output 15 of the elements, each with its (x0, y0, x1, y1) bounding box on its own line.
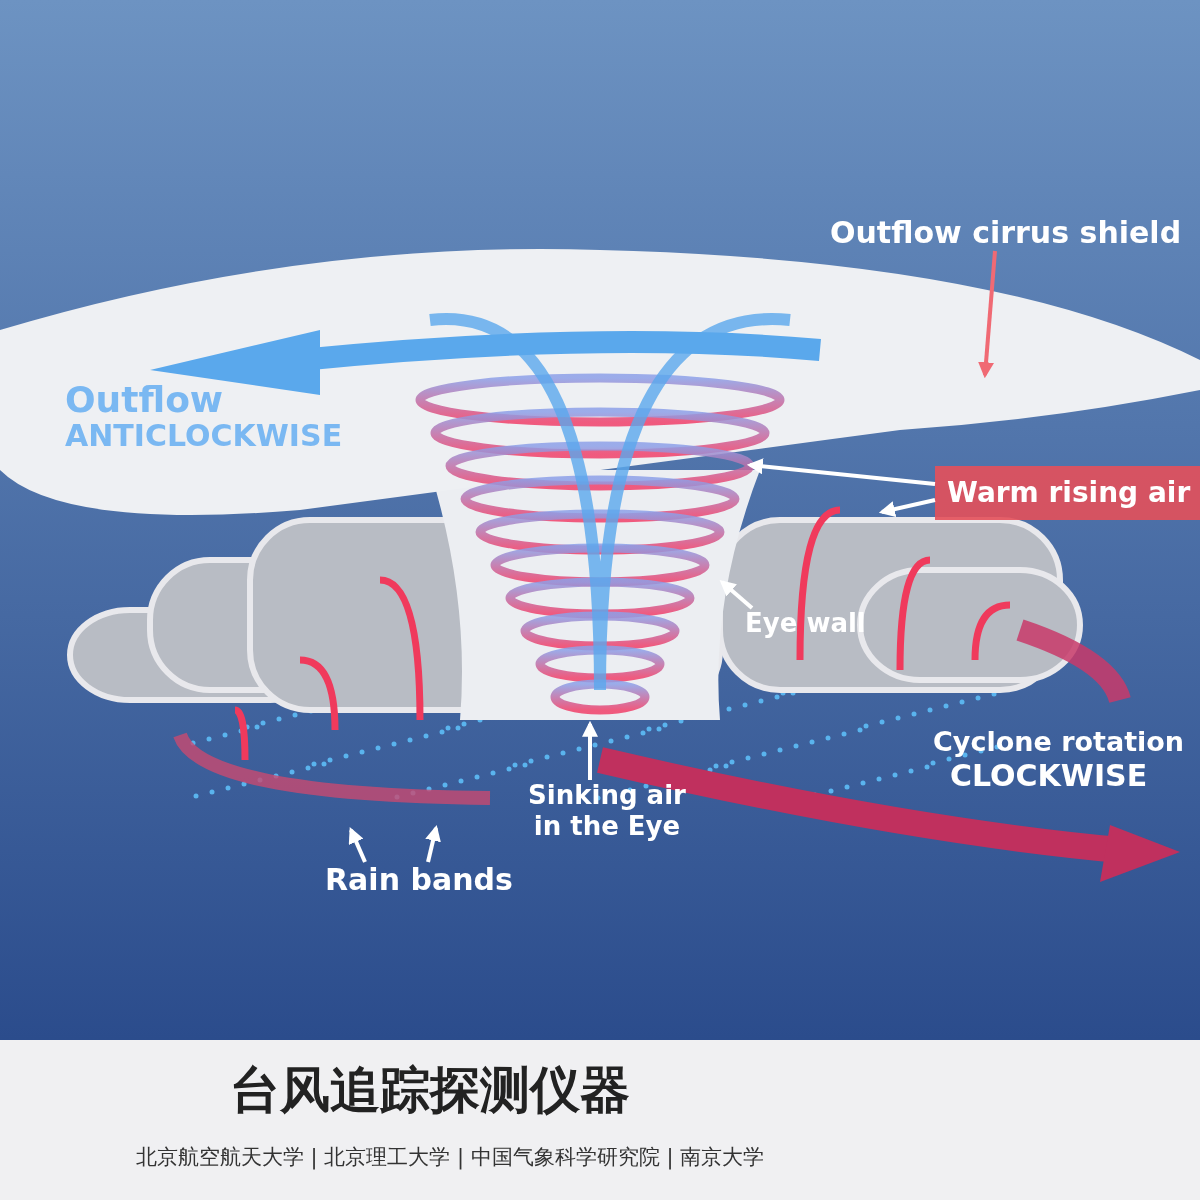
leader-arrow (746, 458, 936, 486)
callout-label: Rain bands (325, 862, 513, 898)
leader-arrow (878, 498, 936, 517)
leader-arrow (425, 824, 441, 863)
callout-label: Warm rising air (935, 466, 1200, 520)
institution-list: 北京航空航天大学 | 北京理工大学 | 中国气象科学研究院 | 南京大学 (0, 1145, 900, 1171)
leader-arrow (978, 250, 997, 379)
leader-arrow (582, 720, 598, 780)
leader-arrow (719, 579, 754, 610)
callout-label: Sinking air in the Eye (522, 780, 692, 843)
leader-arrow (348, 827, 367, 863)
flow-label: Cyclone rotation (933, 726, 1185, 759)
callout-label: Outflow cirrus shield (830, 215, 1182, 251)
title: 台风追踪探测仪器 (229, 1060, 631, 1120)
flow-label: CLOCKWISE (950, 758, 1148, 794)
